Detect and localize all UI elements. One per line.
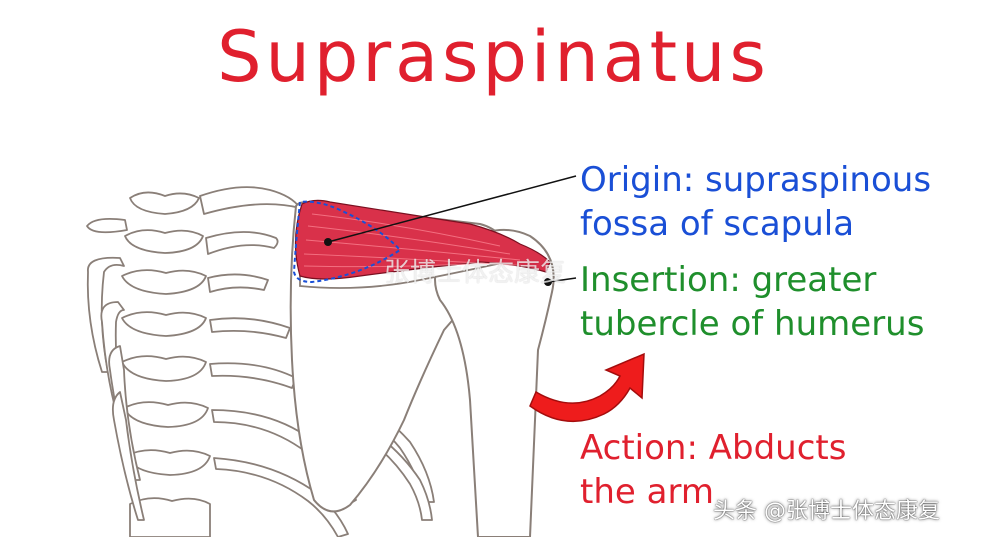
watermark-center: 张博士体态康复	[384, 258, 567, 288]
watermark-corner: 头条 @张博士体态康复	[713, 499, 940, 524]
insertion-label-line1: Insertion: greater	[580, 260, 877, 300]
origin-label-line2: fossa of scapula	[580, 204, 855, 244]
insertion-label-line2: tubercle of humerus	[580, 304, 925, 344]
origin-pointer-dot	[324, 238, 332, 246]
origin-pointer-line	[327, 175, 577, 243]
origin-outline	[292, 200, 402, 284]
origin-label-line1: Origin: supraspinous	[580, 160, 932, 200]
action-label-line1: Action: Abducts	[580, 428, 847, 468]
action-label: Action: Abducts the arm	[580, 426, 846, 514]
insertion-pointer-dot	[544, 278, 552, 286]
action-label-line2: the arm	[580, 472, 714, 512]
spine-and-ribs	[86, 186, 435, 537]
origin-label: Origin: supraspinous fossa of scapula	[580, 158, 931, 246]
page-title: Supraspinatus	[217, 16, 770, 98]
insertion-pointer-line	[547, 277, 577, 283]
insertion-label: Insertion: greater tubercle of humerus	[580, 258, 924, 346]
abduction-arrow	[529, 352, 645, 423]
